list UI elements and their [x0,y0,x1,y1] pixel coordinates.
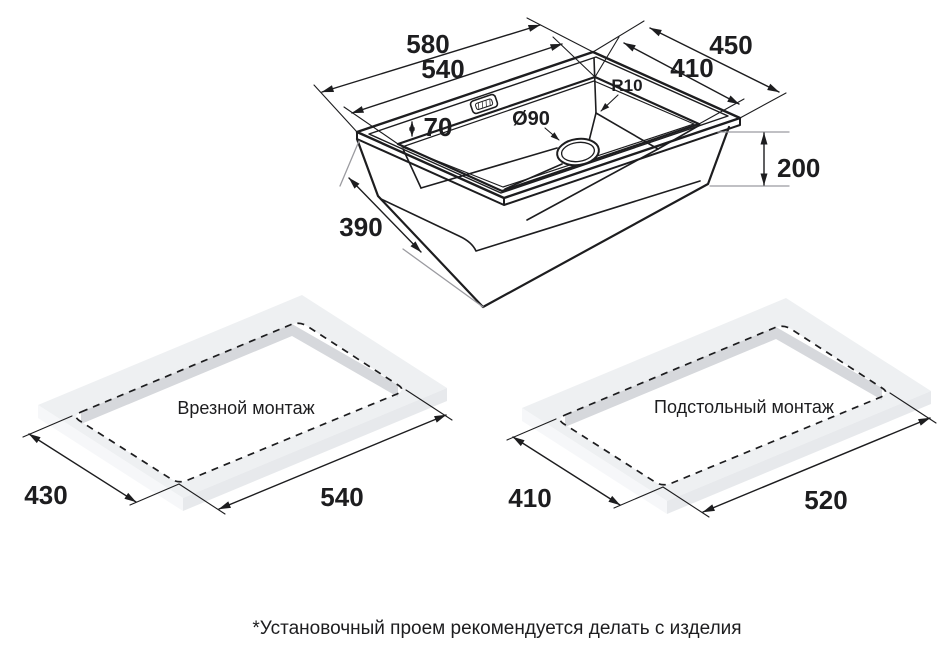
cutout-hole [76,323,402,482]
dim-430 [22,415,180,506]
dim-520-cutout-label: 520 [804,485,847,515]
dim-410-cutout [506,418,664,509]
sink-isometric-view [313,17,790,309]
undermount-cutout-diagram: Подстольный монтаж 410 520 [506,298,937,518]
dim-70-label: 70 [424,112,453,142]
dim-drain-leader [544,127,560,141]
footnote-text: *Установочный проем рекомендуется делать… [252,618,741,639]
cutout-inner-wall-back [565,327,776,427]
flush-mount-caption: Врезной монтаж [177,398,314,418]
dim-200 [709,131,790,187]
flush-mount-cutout-diagram: Врезной монтаж 430 540 [22,295,453,515]
dim-540-label: 540 [421,54,464,84]
cutout-inner-wall-right [776,327,882,400]
dim-radius-label: R10 [611,76,642,95]
dim-450-label: 450 [709,30,752,60]
dim-390-label: 390 [339,212,382,242]
dim-540 [343,36,596,145]
cutout-hole [560,326,886,485]
sink-rim-lip [356,117,741,206]
dim-drain-label: Ø90 [512,108,550,130]
dim-410-cutout-label: 410 [508,483,551,513]
sink-dimensions [313,17,790,308]
dim-radius-leader [600,94,619,112]
cutout-inner-wall-back [81,324,292,424]
dim-540-cutout [178,389,453,515]
cutout-dashed-outline [559,325,887,486]
dim-410 [594,36,745,125]
dim-200-label: 200 [777,153,820,183]
drain-hole [556,137,600,167]
dim-540-cutout-label: 540 [320,482,363,512]
dim-580-label: 580 [406,29,449,59]
dim-390 [339,140,484,308]
undermount-caption: Подстольный монтаж [654,397,834,417]
cutout-inner-wall-right [292,324,398,397]
dim-410-label: 410 [670,53,713,83]
dim-520-cutout [662,392,937,518]
cutout-dashed-outline [75,322,403,483]
dim-430-label: 430 [24,480,67,510]
sink-bowl-interior-lines [402,57,701,221]
